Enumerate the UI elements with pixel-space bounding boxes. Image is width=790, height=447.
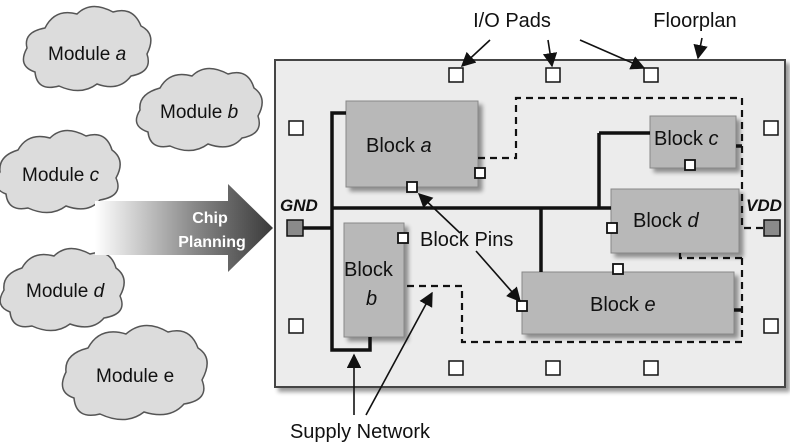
io-pad <box>448 67 464 83</box>
block-id: e <box>644 294 655 316</box>
block-label: Block <box>590 294 640 316</box>
supply-network-label: Supply Network <box>290 421 431 443</box>
io-pads-arrow <box>579 39 646 70</box>
module-cloud-e: Module e <box>61 324 208 421</box>
svg-text:Block e: Block e <box>590 294 656 316</box>
block-id: d <box>687 210 699 232</box>
gnd-label: GND <box>280 196 318 215</box>
svg-text:Block d: Block d <box>633 210 699 232</box>
block-pins-arrow <box>417 193 461 234</box>
io-pad <box>763 120 779 136</box>
block-id: c <box>708 128 718 150</box>
module-id: b <box>228 102 239 123</box>
svg-text:Module d: Module d <box>26 281 106 302</box>
arrow-label-line1: Chip <box>192 210 228 227</box>
floorplan-arrow <box>693 37 708 60</box>
io-pad <box>643 360 659 376</box>
svg-text:Module c: Module c <box>22 165 100 186</box>
svg-text:Module e: Module e <box>96 366 174 387</box>
block-pins-label: Block Pins <box>420 229 513 251</box>
arrow-label-line2: Planning <box>178 234 246 251</box>
block-label: Block <box>633 210 683 232</box>
io-pad <box>643 67 659 83</box>
block-pin <box>397 232 409 244</box>
block-id: a <box>420 135 431 157</box>
callout-arrows <box>346 37 708 416</box>
block-pin <box>684 159 696 171</box>
block-a: Block a <box>345 100 479 188</box>
module-label: Module <box>48 44 110 65</box>
block-pin <box>406 181 418 193</box>
module-label: Module <box>26 281 88 302</box>
block-pin <box>606 222 618 234</box>
vdd-pad <box>763 219 781 237</box>
io-pads-arrow <box>542 39 558 68</box>
block-label: Block <box>654 128 704 150</box>
block-pins-arrow <box>475 250 521 303</box>
io-pads-label: I/O Pads <box>473 10 551 32</box>
gnd-supply-network <box>303 111 742 352</box>
supply-network-arrow <box>365 291 433 416</box>
svg-text:Block c: Block c <box>654 128 718 150</box>
chip-planning-arrow: Chip Planning <box>95 184 273 272</box>
block-pin <box>474 167 486 179</box>
io-pads-arrow <box>460 39 491 67</box>
gnd-pad <box>286 219 304 237</box>
module-label: Module <box>22 165 84 186</box>
svg-text:Block a: Block a <box>366 135 432 157</box>
io-pad <box>288 318 304 334</box>
vdd-label: VDD <box>746 196 782 215</box>
svg-text:Module a: Module a <box>48 44 126 65</box>
io-pad <box>545 67 561 83</box>
module-id: e <box>164 366 175 387</box>
io-pad <box>763 318 779 334</box>
module-cloud-c: Module c <box>0 129 121 214</box>
block-e: Block e <box>521 271 735 335</box>
block-pin <box>612 263 624 275</box>
svg-text:Module b: Module b <box>160 102 238 123</box>
io-pad <box>288 120 304 136</box>
module-cloud-a: Module a <box>22 5 152 92</box>
block-label: Block <box>344 259 394 281</box>
block-pin <box>516 300 528 312</box>
floorplan: Block a Block b Block c Block d Block e <box>274 10 786 443</box>
vdd-supply-network <box>404 96 764 344</box>
io-pad <box>448 360 464 376</box>
io-pad <box>545 360 561 376</box>
io-pads <box>288 67 779 376</box>
module-id: d <box>94 281 106 302</box>
module-label: Module <box>160 102 222 123</box>
block-id: b <box>366 288 377 310</box>
block-pins <box>397 159 696 312</box>
block-b: Block b <box>343 222 405 338</box>
block-label: Block <box>366 135 416 157</box>
block-d: Block d <box>610 188 740 254</box>
floorplan-label: Floorplan <box>653 10 736 32</box>
module-cloud-d: Module d <box>0 247 125 332</box>
module-id: c <box>90 165 100 186</box>
module-id: a <box>116 44 127 65</box>
module-label: Module <box>96 366 158 387</box>
module-cloud-b: Module b <box>135 67 263 152</box>
